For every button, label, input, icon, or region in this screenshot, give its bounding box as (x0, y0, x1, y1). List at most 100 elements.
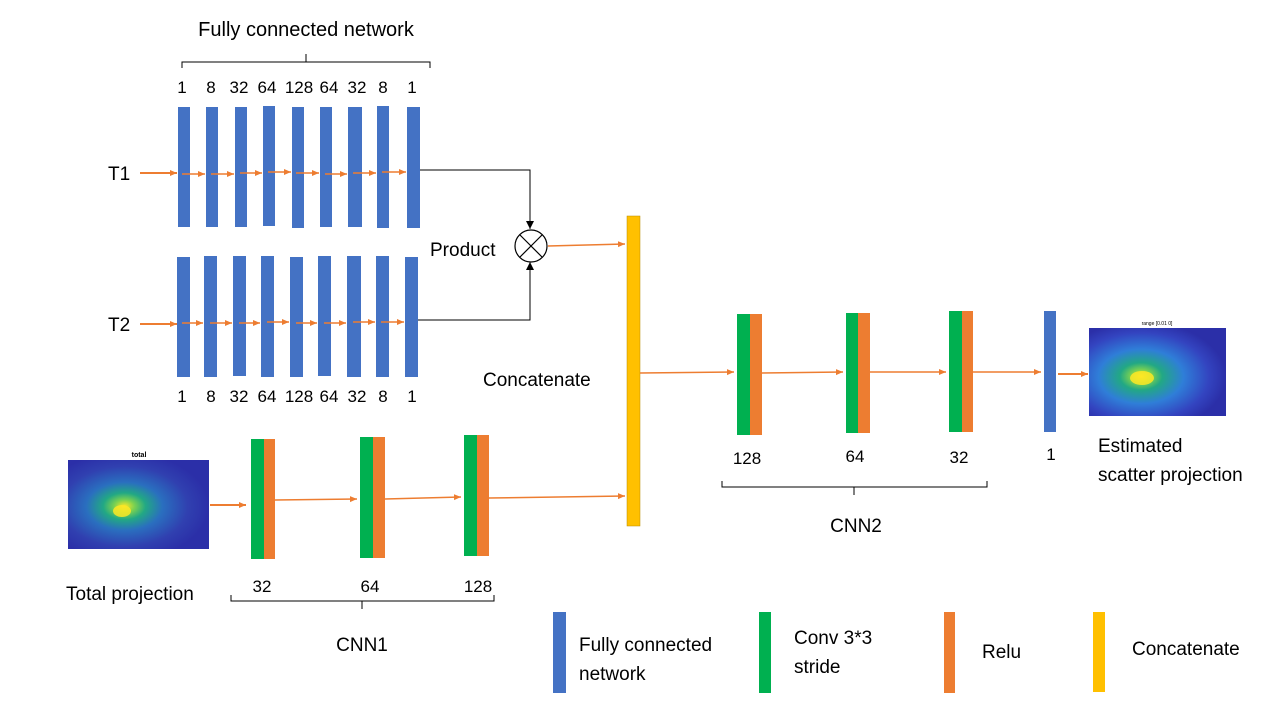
product-label: Product (430, 240, 496, 261)
cnn2-size-3: 32 (950, 448, 969, 467)
fc-bottom-size-8: 8 (378, 387, 387, 406)
fc-bottom-size-3: 32 (230, 387, 249, 406)
fc-bottom-layer-2 (204, 256, 217, 377)
fc-top-size-5: 128 (285, 78, 313, 97)
fc-bottom-layer-8 (376, 256, 389, 377)
fc-top-layer-3 (235, 107, 247, 227)
cnn2-block-1 (737, 314, 762, 435)
output-projection-image (1089, 328, 1226, 416)
fc-top-size-8: 8 (378, 78, 387, 97)
fc-top-size-9: 1 (407, 78, 416, 97)
cnn2-label: CNN2 (830, 516, 882, 537)
legend-conv-line1: Conv 3*3 (794, 628, 872, 649)
fc-top-layer-7 (348, 107, 362, 227)
total-projection-label: Total projection (66, 584, 194, 605)
cnn1-size-2: 64 (361, 577, 380, 596)
concatenate-label: Concatenate (483, 370, 591, 391)
fc-bottom-layers (177, 256, 418, 377)
cnn2-block-2 (846, 313, 870, 433)
cnn2-bracket (721, 481, 988, 495)
output-label-line1: Estimated (1098, 436, 1182, 457)
cnn1-block-1 (251, 439, 275, 559)
cnn1-conv-1 (251, 439, 264, 559)
cnn1-block-3 (464, 435, 489, 556)
cnn1-size-3: 128 (464, 577, 492, 596)
cnn1-block-2 (360, 437, 385, 558)
legend-conv-line2: stride (794, 657, 840, 678)
cnn2-conv-1 (737, 314, 750, 435)
fc-bottom-layer-1 (177, 257, 190, 377)
t1-to-product-line (420, 169, 534, 229)
fc-top-size-7: 32 (348, 78, 367, 97)
fc-bottom-size-5: 128 (285, 387, 313, 406)
legend-relu-label: Relu (982, 642, 1021, 663)
cnn2-conv-2 (846, 313, 858, 433)
concat-to-cnn2-arrow (639, 369, 735, 376)
fc-top-size-3: 32 (230, 78, 249, 97)
product-to-concat-arrow (547, 241, 626, 248)
fc-top-size-2: 8 (206, 78, 215, 97)
fc-bottom-size-6: 64 (320, 387, 339, 406)
legend-fc-swatch (553, 612, 566, 693)
cnn2-relu-2 (858, 313, 870, 433)
fc-top-layer-6 (320, 107, 332, 227)
output-image-title: range [0.01 0] (1142, 321, 1173, 327)
legend-fc-line2: network (579, 664, 646, 685)
fc-top-size-1: 1 (177, 78, 186, 97)
fc-bottom-size-1: 1 (177, 387, 186, 406)
cnn2-output-size: 1 (1046, 445, 1055, 464)
cnn2-size-2: 64 (846, 447, 865, 466)
cnn1-to-concat-arrow (488, 493, 626, 500)
cnn1-conv-2 (360, 437, 373, 558)
fc-bottom-size-2: 8 (206, 387, 215, 406)
fc-top-size-4: 64 (258, 78, 277, 97)
cnn2-block-3 (949, 311, 973, 432)
legend-concat-swatch (1093, 612, 1105, 692)
legend-fc-line1: Fully connected (579, 635, 712, 656)
fc-top-arrows (182, 169, 406, 177)
cnn2-size-1: 128 (733, 449, 761, 468)
fc-top-layer-1 (178, 107, 190, 227)
fc-bottom-layer-4 (261, 256, 274, 377)
input-t1-label: T1 (108, 164, 130, 185)
fc-top-size-6: 64 (320, 78, 339, 97)
output-label-line2: scatter projection (1098, 465, 1243, 486)
fc-top-layers (178, 106, 420, 228)
cnn1-arrow-2 (384, 494, 462, 501)
fc-network-bracket (181, 54, 431, 68)
cnn1-arrow-1 (274, 496, 358, 503)
cnn1-conv-3 (464, 435, 477, 556)
fc-bottom-sizes: 1 8 32 64 128 64 32 8 1 (177, 387, 416, 406)
fc-bottom-layer-5 (290, 257, 303, 377)
cnn1-label: CNN1 (336, 635, 388, 656)
legend-conv-swatch (759, 612, 771, 693)
cnn1-relu-1 (264, 439, 275, 559)
fc-top-layer-8 (377, 106, 389, 228)
cnn1-size-1: 32 (253, 577, 272, 596)
fc-bottom-arrows (182, 319, 404, 326)
fc-bottom-layer-7 (347, 256, 361, 377)
fc-bottom-layer-6 (318, 256, 331, 376)
fc-top-sizes: 1 8 32 64 128 64 32 8 1 (177, 78, 416, 97)
cnn2-arrow-1 (761, 369, 844, 376)
cnn2-output-fc-layer (1044, 311, 1056, 432)
fc-bottom-size-7: 32 (348, 387, 367, 406)
concatenate-layer (626, 215, 641, 527)
legend: Fully connected network Conv 3*3 stride … (553, 612, 1240, 693)
fc-network-title: Fully connected network (198, 19, 415, 41)
fc-top-layer-2 (206, 107, 218, 227)
fc-top-layer-4 (263, 106, 275, 226)
fc-top-layer-5 (292, 107, 304, 228)
cnn1-bracket (230, 595, 495, 609)
cnn2-relu-3 (962, 311, 973, 432)
fc-bottom-layer-3 (233, 256, 246, 376)
cnn2-relu-1 (750, 314, 762, 435)
total-image-title: total (132, 452, 147, 459)
fc-bottom-size-9: 1 (407, 387, 416, 406)
fc-bottom-layer-9 (405, 257, 418, 377)
cnn2-conv-3 (949, 311, 962, 432)
legend-relu-swatch (944, 612, 955, 693)
input-t2-label: T2 (108, 315, 130, 336)
legend-concat-label: Concatenate (1132, 639, 1240, 660)
